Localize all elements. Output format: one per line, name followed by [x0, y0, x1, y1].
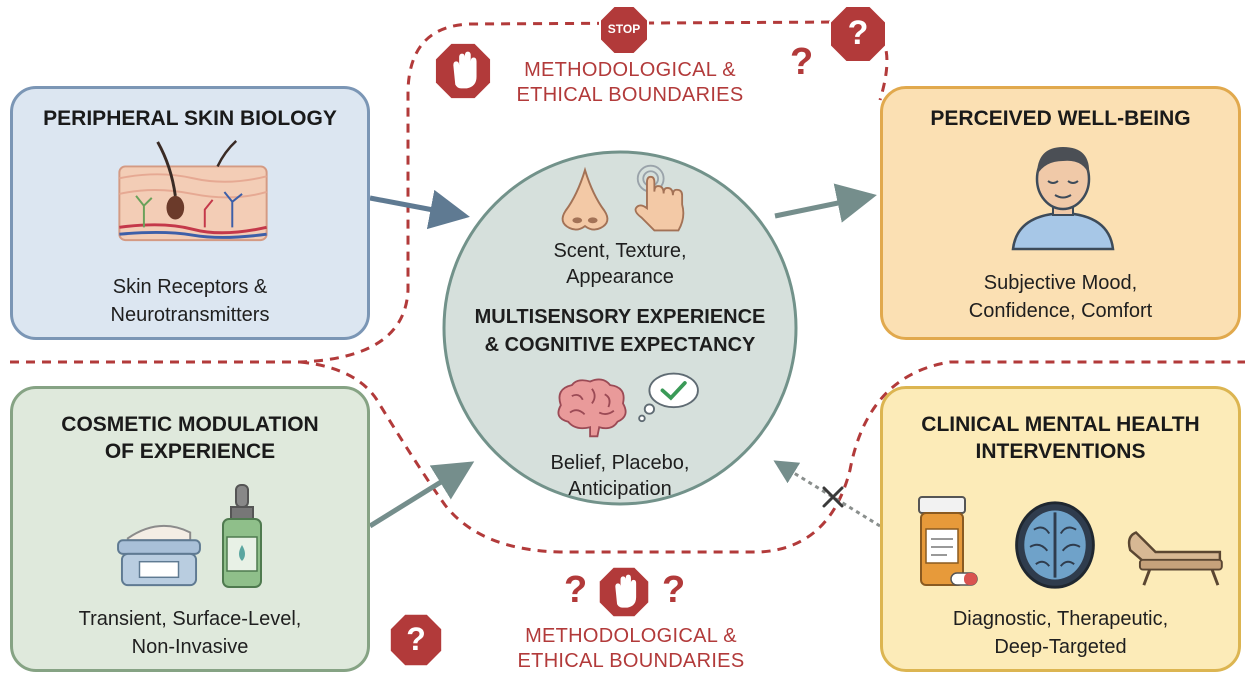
- center-circle: [442, 150, 798, 506]
- cream-jar-icon: [117, 524, 201, 587]
- ethical-boundary-line-lower: [299, 360, 1245, 554]
- skin-biology-desc-2: Neurotransmitters: [110, 304, 270, 326]
- center-title-1: MULTISENSORY EXPERIENCE: [474, 306, 766, 328]
- center-belief-text-2: Anticipation: [568, 478, 672, 500]
- skin-cross-section-icon: [118, 140, 268, 242]
- stop-sign-icon: STOP: [598, 4, 650, 56]
- skin-biology-title: PERIPHERAL SKIN BIOLOGY: [43, 107, 337, 130]
- hand-stop-icon-bottom: [599, 567, 649, 617]
- boundary-label-bottom: METHODOLOGICAL &ETHICAL BOUNDARIES: [517, 625, 745, 672]
- cosmetic-title-1: COSMETIC MODULATION: [61, 413, 319, 436]
- blocked-x-icon: [822, 486, 844, 508]
- brain-scan-icon: [1015, 501, 1095, 589]
- person-icon: [1011, 147, 1115, 251]
- wellbeing-desc-2: Confidence, Comfort: [968, 300, 1153, 322]
- clinical-title-1: CLINICAL MENTAL HEALTH: [921, 413, 1200, 436]
- boundary-label-top: METHODOLOGICAL &ETHICAL BOUNDARIES: [516, 59, 744, 106]
- center-sense-text-2: Appearance: [566, 266, 674, 288]
- wellbeing-box: PERCEIVED WELL-BEING Subjective Mood, Co…: [880, 86, 1241, 340]
- arrow-center-to-wellbeing: [774, 183, 877, 223]
- question-mark-bottom-left: ?: [564, 569, 588, 611]
- touch-hand-icon: [634, 164, 685, 232]
- wellbeing-title: PERCEIVED WELL-BEING: [930, 107, 1191, 130]
- question-mark-bottom-right: ?: [662, 569, 686, 611]
- nose-icon: [561, 166, 609, 231]
- brain-icon: [557, 378, 627, 438]
- clinical-desc-2: Deep-Targeted: [994, 636, 1127, 658]
- hand-stop-icon-top: [435, 43, 491, 99]
- pill-bottle-icon: [918, 496, 978, 586]
- clinical-title-2: INTERVENTIONS: [975, 440, 1146, 463]
- question-sign-icon-bottom-left: ?: [388, 612, 444, 668]
- cosmetic-desc-1: Transient, Surface-Level,: [78, 608, 302, 630]
- cosmetic-modulation-box: COSMETIC MODULATION OF EXPERIENCE Transi…: [10, 386, 370, 672]
- center-belief-text-1: Belief, Placebo,: [550, 452, 690, 474]
- ethical-boundary-line: [10, 20, 889, 364]
- clinical-desc-1: Diagnostic, Therapeutic,: [952, 608, 1169, 630]
- cosmetic-title-2: OF EXPERIENCE: [104, 440, 276, 463]
- thought-check-icon: [638, 372, 699, 423]
- wellbeing-desc-1: Subjective Mood,: [983, 272, 1138, 294]
- clinical-box: CLINICAL MENTAL HEALTH INTERVENTIONS Dia…: [880, 386, 1241, 672]
- arrow-skin-to-center: [369, 189, 470, 230]
- arrow-cosmetic-to-center: [368, 461, 475, 529]
- center-sense-text-1: Scent, Texture,: [553, 240, 687, 262]
- cosmetic-desc-2: Non-Invasive: [131, 636, 249, 658]
- question-sign-icon-top-right: ?: [828, 4, 888, 64]
- skin-biology-box: PERIPHERAL SKIN BIOLOGY Skin Receptors &…: [10, 86, 370, 340]
- dropper-bottle-icon: [222, 484, 262, 588]
- skin-biology-desc-1: Skin Receptors &: [112, 276, 268, 298]
- center-title-2: & COGNITIVE EXPECTANCY: [484, 334, 756, 356]
- question-mark-top: ?: [790, 41, 814, 83]
- therapy-couch-icon: [1127, 531, 1223, 586]
